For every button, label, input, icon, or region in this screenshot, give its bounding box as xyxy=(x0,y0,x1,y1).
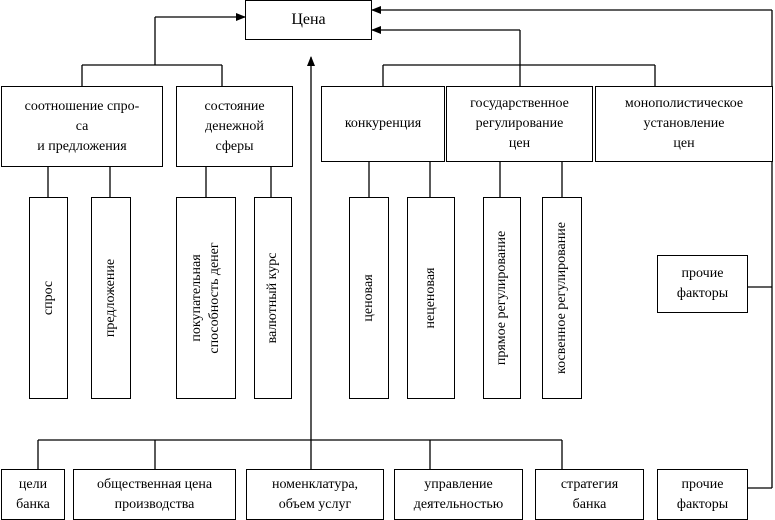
sub-factor-demand-box: спрос xyxy=(29,197,68,399)
sub-factor-label: прямое регулирование xyxy=(494,230,509,366)
sub-factor-indirect-regulation-box: косвенное регулирование xyxy=(542,197,582,399)
factor-supply-demand-box: соотношение спро- са и предложения xyxy=(1,86,163,167)
bottom-factor-label: стратегия банка xyxy=(560,476,619,512)
bottom-factor-label: общественная цена производства xyxy=(96,476,213,512)
factor-label: государственное регулирование цен xyxy=(470,96,569,151)
root-price-label: Цена xyxy=(291,11,326,28)
bottom-factor-other-box: прочие факторы xyxy=(657,469,748,520)
other-factors-right-box: прочие факторы xyxy=(657,255,748,313)
bottom-factor-label: номенклатура, объем услуг xyxy=(271,476,359,512)
sub-factor-label: неценовая xyxy=(423,267,438,329)
sub-factor-direct-regulation-box: прямое регулирование xyxy=(483,197,521,399)
factor-label: соотношение спро- са и предложения xyxy=(24,98,140,154)
sub-factor-supply-box: предложение xyxy=(91,197,131,399)
factor-state-regulation-box: государственное регулирование цен xyxy=(446,86,593,162)
bottom-factor-label: управление деятельностью xyxy=(413,476,504,512)
bottom-factor-bank-strategy-box: стратегия банка xyxy=(535,469,644,520)
sub-factor-label: спрос xyxy=(40,280,56,316)
bottom-factor-social-price-box: общественная цена производства xyxy=(73,469,236,520)
bottom-factor-bank-goals-box: цели банка xyxy=(1,469,65,520)
sub-factor-price-competition-box: ценовая xyxy=(349,197,389,399)
sub-factor-label: косвенное регулирование xyxy=(554,222,569,374)
sub-factor-exchange-rate-box: валютный курс xyxy=(254,197,292,399)
sub-factor-non-price-competition-box: неценовая xyxy=(407,197,455,399)
factor-competition-box: конкуренция xyxy=(321,86,445,162)
factor-label: конкуренция xyxy=(344,116,422,131)
other-factors-label: прочие факторы xyxy=(676,266,729,301)
factor-monopoly-pricing-box: монополистическое установление цен xyxy=(595,86,773,162)
sub-factor-label: валютный курс xyxy=(265,252,280,344)
factor-monetary-sphere-box: состояние денежной сферы xyxy=(176,86,293,167)
bottom-factor-label: цели банка xyxy=(16,476,50,512)
factor-label: состояние денежной сферы xyxy=(204,98,265,154)
bottom-factor-label: прочие факторы xyxy=(676,476,729,512)
root-price-box: Цена xyxy=(245,0,372,40)
factor-label: монополистическое установление цен xyxy=(624,96,744,151)
sub-factor-label: предложение xyxy=(103,258,118,338)
sub-factor-purchasing-power-box: покупательная способность денег xyxy=(176,197,236,399)
bottom-factor-management-box: управление деятельностью xyxy=(394,469,523,520)
sub-factor-label: ценовая xyxy=(361,274,376,322)
bottom-factor-services-range-box: номенклатура, объем услуг xyxy=(246,469,384,520)
sub-factor-label: покупательная способность денег xyxy=(189,242,222,354)
